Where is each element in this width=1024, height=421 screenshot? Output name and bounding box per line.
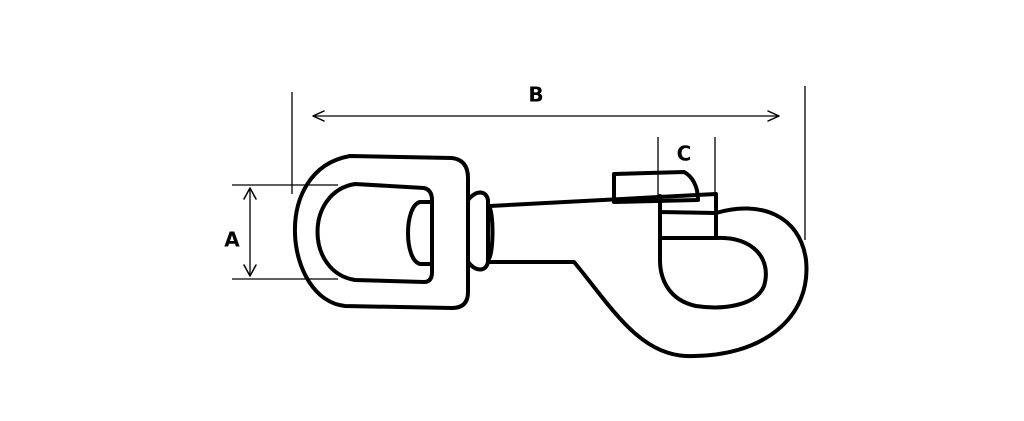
dimension-a-label: A xyxy=(224,228,240,252)
spring-gate xyxy=(658,194,718,262)
snap-hook-drawing xyxy=(292,154,809,359)
dimension-c-label: C xyxy=(677,142,692,166)
dimension-lines: A B C xyxy=(224,83,806,280)
swivel-collar xyxy=(466,190,490,272)
swivel-pivot xyxy=(406,200,434,266)
gate-latch xyxy=(612,170,700,204)
hook-body xyxy=(488,192,809,359)
dimension-b-arrow-left xyxy=(312,110,325,122)
dimension-a-arrow-bottom xyxy=(243,264,257,277)
dimension-b-arrow-right xyxy=(767,110,780,122)
dimension-b-label: B xyxy=(528,83,543,107)
swivel-eye-outer xyxy=(292,154,470,310)
hook-throat xyxy=(658,235,768,310)
dimension-a-arrow-top xyxy=(243,187,257,200)
swivel-eye-inner xyxy=(315,182,434,284)
